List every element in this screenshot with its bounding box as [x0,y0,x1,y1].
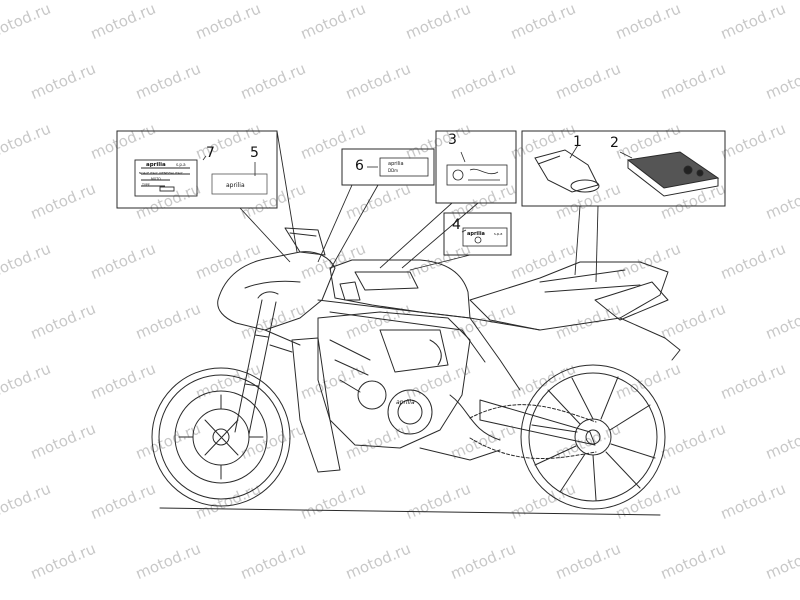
engine-brand: aprilia [396,399,415,406]
exhaust [594,281,669,321]
ground-line [159,507,661,516]
decal-7-brand: aprilia [146,162,166,168]
callout-number-2: 2 [610,135,619,151]
decal-6 [379,157,429,177]
lower-fairing [291,337,341,473]
decal-3 [446,164,508,186]
rear-wheel [520,364,666,510]
decal-7-spa: s.p.a [176,162,186,167]
engine [317,311,471,449]
callout-number-3: 3 [448,132,457,148]
decal-5 [211,173,268,195]
front-wheel [151,367,291,507]
decal-4-brand: aprilia [467,231,485,237]
tail-section [469,261,669,331]
decal-7 [134,159,198,197]
decal-7-line2: MOTO [151,177,161,181]
callout-number-7: 7 [206,145,215,161]
callout-box-mid-3 [435,130,517,204]
callout-number-6: 6 [355,158,364,174]
front-fork [234,299,277,435]
decal-6-brand: aprilia [388,161,404,167]
callout-number-4: 4 [452,217,461,233]
frame [317,299,541,391]
item-1-pouch [534,149,600,193]
drive-chain [469,404,597,459]
windscreen [284,227,326,256]
decal-5-brand: aprilia [226,182,245,189]
callout-box-mid-4 [443,212,512,256]
front-fairing [217,251,336,331]
item-2-kit [626,151,720,197]
callout-box-left [116,130,278,209]
callout-box-right [521,130,726,207]
callout-box-mid-6 [341,148,435,186]
callout-number-5: 5 [250,145,259,161]
decal-7-line1: NOALE ITALY (VENEZIA) ITALY [139,171,183,175]
swingarm [479,399,596,446]
decal-4-spa: s.p.a [494,232,502,236]
decal-7-line3: TYPE [141,183,150,187]
decal-4 [462,227,508,247]
callout-number-1: 1 [573,134,582,150]
decal-6-sub: DDm [388,168,398,173]
